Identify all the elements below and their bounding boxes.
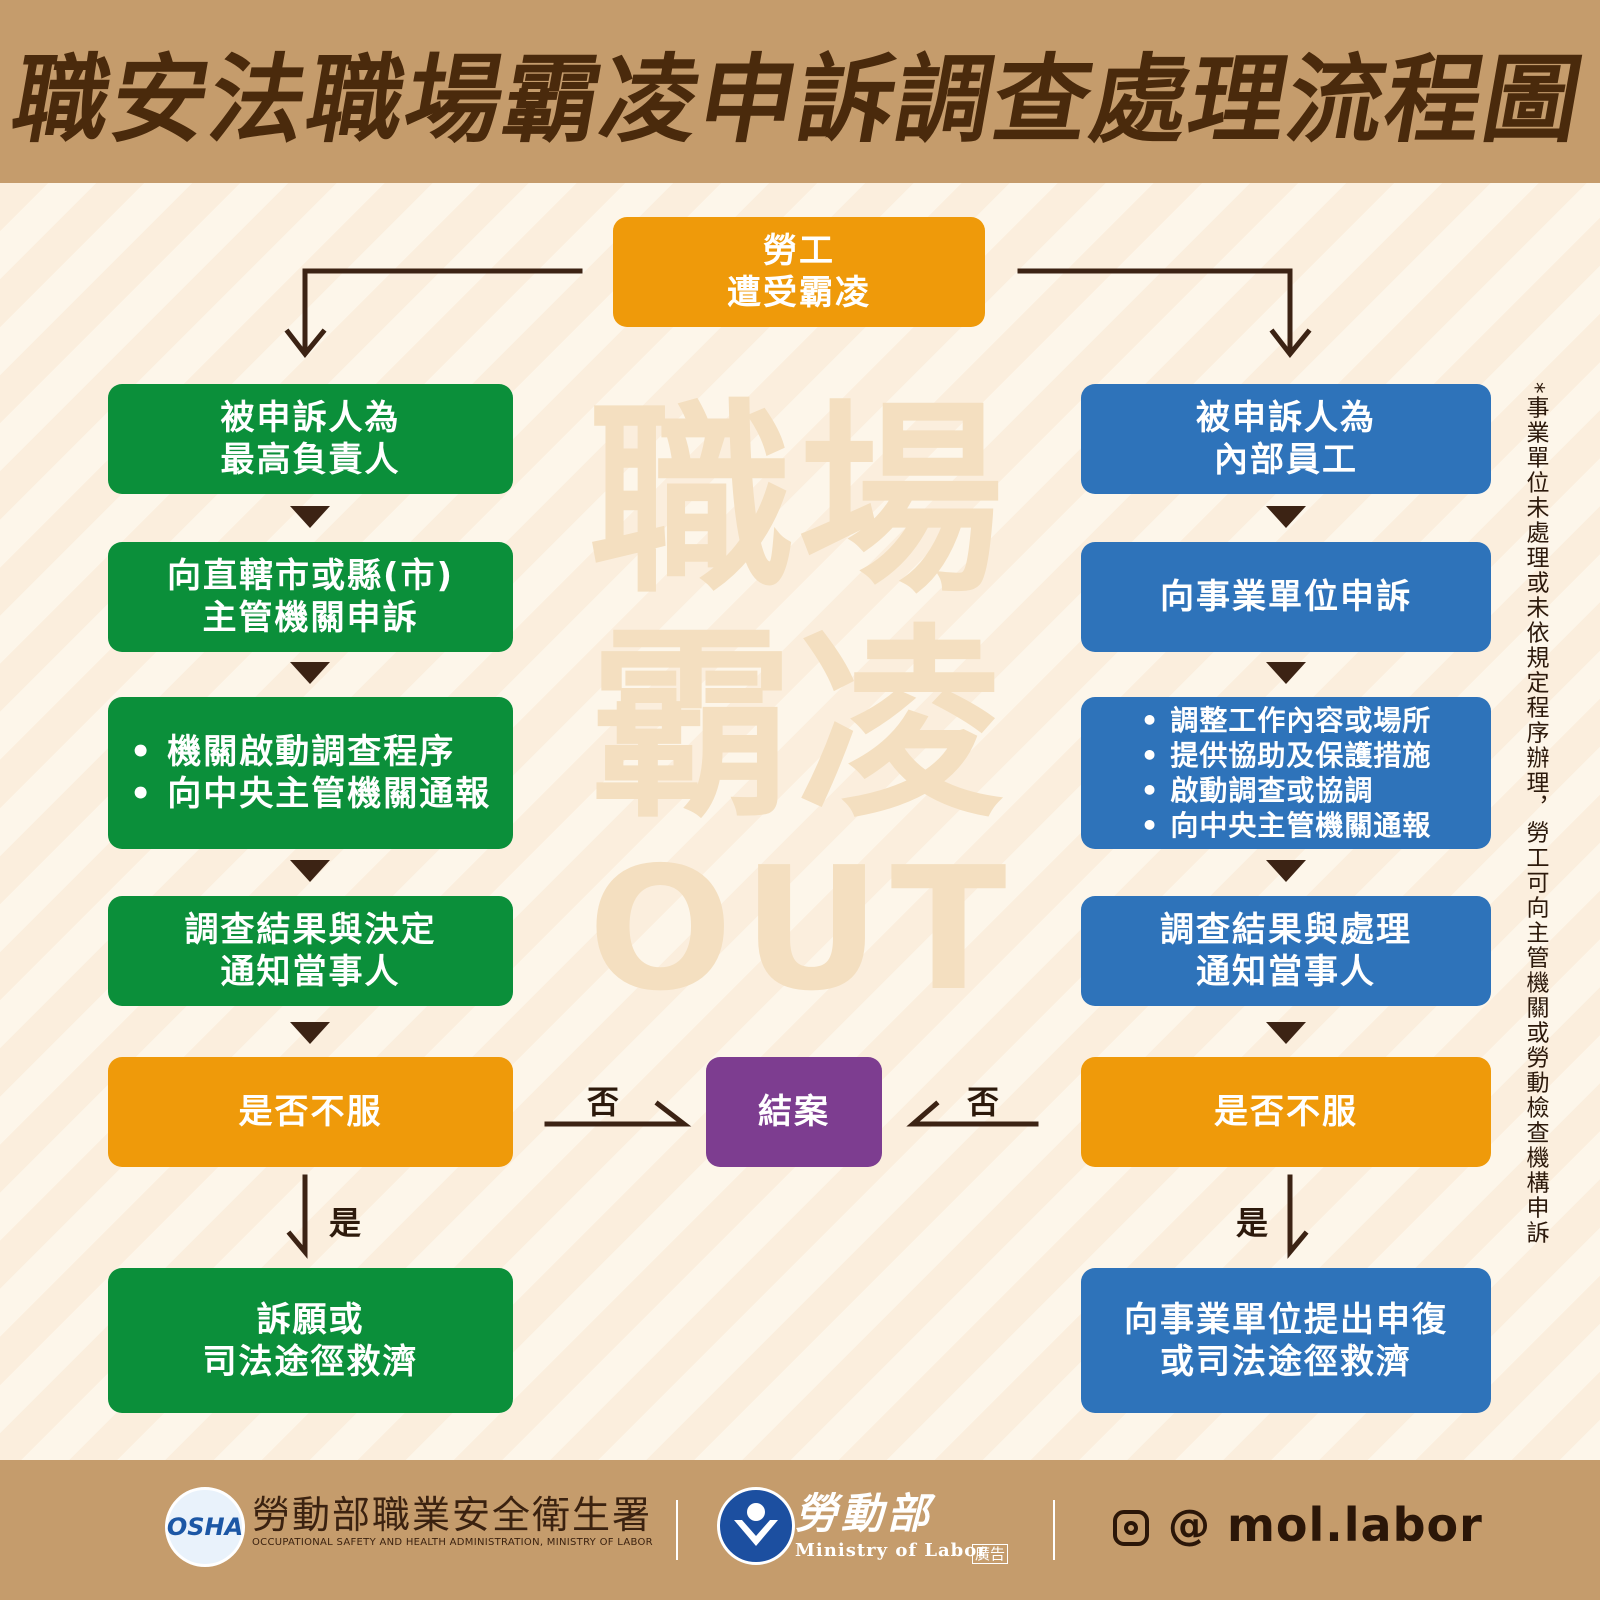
left-down-arrow-1 xyxy=(290,506,330,528)
left-final-box: 訴願或 司法途徑救濟 xyxy=(108,1268,513,1413)
left-result-box: 調查結果與決定 通知當事人 xyxy=(108,896,513,1006)
right-decision-box: 是否不服 xyxy=(1081,1057,1491,1167)
top-left-connector xyxy=(302,268,583,355)
right-result-label: 調查結果與處理 通知當事人 xyxy=(1160,910,1412,992)
instagram-icon[interactable] xyxy=(1113,1510,1149,1546)
mol-logo-mark xyxy=(734,1503,778,1546)
left-yes-connector xyxy=(286,1174,308,1259)
top-right-connector xyxy=(1017,268,1293,355)
left-action-box: 機關啟動調查程序 向中央主管機關通報 xyxy=(108,697,513,849)
left-yes-label: 是 xyxy=(329,1204,362,1242)
worker-bullied-label: 勞工 遭受霸凌 xyxy=(727,231,871,313)
right-action-item: 調整工作內容或場所 xyxy=(1141,703,1432,738)
case-closed-label: 結案 xyxy=(758,1092,830,1132)
watermark-line3: OUT xyxy=(588,831,1017,1029)
left-respondent-label: 被申訴人為 最高負責人 xyxy=(220,398,401,480)
left-respondent-box: 被申訴人為 最高負責人 xyxy=(108,384,513,494)
watermark: 職場 霸凌 OUT xyxy=(588,383,1017,1029)
case-closed-box: 結案 xyxy=(706,1057,882,1167)
mol-logo xyxy=(717,1487,795,1565)
left-result-label: 調查結果與決定 通知當事人 xyxy=(184,910,437,992)
watermark-line1: 職場 xyxy=(589,383,1007,621)
right-decision-label: 是否不服 xyxy=(1214,1092,1358,1132)
mol-name: 勞動部 xyxy=(795,1489,934,1538)
side-note: *事業單位未處理或未依規定程序辦理，勞工可向主管機關或勞動檢查機構申訴 xyxy=(1522,382,1548,1246)
right-down-arrow-4 xyxy=(1266,1022,1306,1044)
osha-english-name: OCCUPATIONAL SAFETY AND HEALTH ADMINISTR… xyxy=(252,1537,653,1548)
osha-logo: OSHA xyxy=(165,1487,245,1567)
left-action-item: 機關啟動調查程序 xyxy=(130,731,492,773)
right-result-box: 調查結果與處理 通知當事人 xyxy=(1081,896,1491,1006)
right-action-item: 啟動調查或協調 xyxy=(1141,773,1432,808)
footer-divider xyxy=(676,1500,678,1560)
right-down-arrow-3 xyxy=(1266,860,1306,882)
threads-icon[interactable]: @ xyxy=(1168,1500,1210,1549)
left-action-list: 機關啟動調查程序 向中央主管機關通報 xyxy=(130,731,492,815)
right-action-box: 調整工作內容或場所 提供協助及保護措施 啟動調查或協調 向中央主管機關通報 xyxy=(1081,697,1491,849)
mol-english-name: Ministry of Labor xyxy=(795,1540,988,1561)
right-respondent-label: 被申訴人為 內部員工 xyxy=(1196,398,1376,480)
right-no-connector xyxy=(906,1100,1039,1127)
right-no-label: 否 xyxy=(967,1083,1000,1121)
top-right-arrowhead xyxy=(1269,328,1312,359)
left-no-label: 否 xyxy=(587,1083,620,1121)
right-respondent-box: 被申訴人為 內部員工 xyxy=(1081,384,1491,494)
ad-tag: 廣告 xyxy=(972,1544,1009,1564)
right-complaint-label: 向事業單位申訴 xyxy=(1160,577,1412,617)
left-final-label: 訴願或 司法途徑救濟 xyxy=(202,1299,419,1382)
right-final-box: 向事業單位提出申復 或司法途徑救濟 xyxy=(1081,1268,1491,1413)
footer-divider xyxy=(1053,1500,1055,1560)
left-complaint-box: 向直轄市或縣(市) 主管機關申訴 xyxy=(108,542,513,652)
title-bar: 職安法職場霸凌申訴調查處理流程圖 xyxy=(0,0,1600,183)
left-down-arrow-2 xyxy=(290,662,330,684)
footer: OSHA 勞動部職業安全衛生署 OCCUPATIONAL SAFETY AND … xyxy=(0,1460,1600,1600)
left-no-connector xyxy=(544,1100,692,1127)
right-down-arrow-1 xyxy=(1266,506,1306,528)
left-complaint-label: 向直轄市或縣(市) 主管機關申訴 xyxy=(166,556,455,638)
right-yes-connector xyxy=(1287,1174,1309,1259)
right-complaint-box: 向事業單位申訴 xyxy=(1081,542,1491,652)
right-action-item: 向中央主管機關通報 xyxy=(1141,808,1432,843)
left-action-item: 向中央主管機關通報 xyxy=(130,773,492,815)
worker-bullied-box: 勞工 遭受霸凌 xyxy=(613,217,985,327)
left-decision-box: 是否不服 xyxy=(108,1057,513,1167)
right-action-item: 提供協助及保護措施 xyxy=(1141,738,1432,773)
top-left-arrowhead xyxy=(284,328,327,359)
right-action-list: 調整工作內容或場所 提供協助及保護措施 啟動調查或協調 向中央主管機關通報 xyxy=(1141,703,1432,843)
osha-name: 勞動部職業安全衛生署 xyxy=(252,1493,653,1537)
right-down-arrow-2 xyxy=(1266,662,1306,684)
right-yes-label: 是 xyxy=(1236,1204,1269,1242)
watermark-line2: 霸凌 xyxy=(589,608,1007,846)
left-decision-label: 是否不服 xyxy=(238,1092,383,1132)
osha-logo-text: OSHA xyxy=(166,1513,244,1541)
right-final-label: 向事業單位提出申復 或司法途徑救濟 xyxy=(1124,1299,1448,1382)
left-down-arrow-3 xyxy=(290,860,330,882)
left-down-arrow-4 xyxy=(290,1022,330,1044)
social-handle[interactable]: mol.labor xyxy=(1227,1498,1483,1552)
